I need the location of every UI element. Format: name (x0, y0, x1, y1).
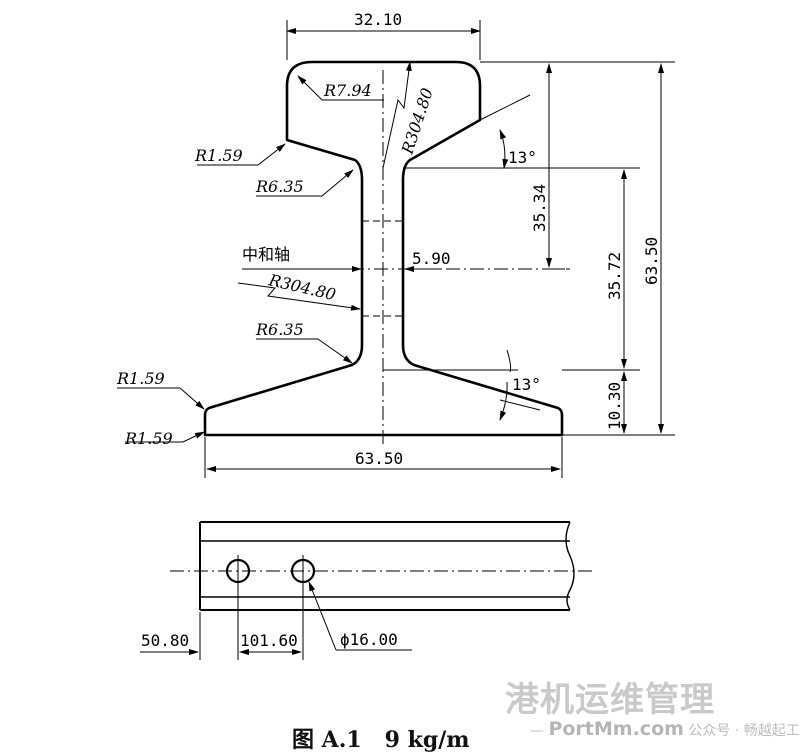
dim-r-web: R304.80 (266, 270, 338, 304)
watermark-title: 港机运维管理 (505, 680, 715, 720)
watermark-prefix: 公众号 · 畅越起工 (688, 723, 800, 739)
dim-base-width: 63.50 (355, 449, 403, 468)
dim-head-width: 32.10 (354, 10, 402, 29)
dim-angle-top: 13° (508, 148, 537, 167)
rail-profile-outline (203, 60, 564, 437)
dim-r-fillet-bottom: R6.35 (255, 320, 304, 339)
neutral-axis-label: 中和轴 (242, 245, 290, 264)
side-view (170, 521, 596, 611)
dim-hole-diameter: ϕ16.00 (340, 630, 398, 649)
figure-caption: 图 A.1 9 kg/m (292, 727, 470, 753)
dim-offset1: 50.80 (141, 631, 189, 650)
dim-h-web: 35.72 (605, 252, 624, 300)
dim-angle-bottom: 13° (512, 375, 541, 394)
watermark-sub: — PortMm.com 公众号 · 畅越起工 (530, 718, 800, 740)
dim-r-head-crown: R304.80 (397, 86, 436, 158)
dim-r-base-top: R1.59 (116, 369, 165, 388)
watermark-brand: PortMm.com (548, 718, 684, 740)
dim-r-head-edge: R1.59 (194, 146, 243, 165)
dim-r-head: R7.94 (323, 81, 372, 100)
dim-h-total: 63.50 (642, 237, 661, 285)
dim-r-fillet-top: R6.35 (255, 177, 304, 196)
dim-h-head: 35.34 (530, 184, 549, 232)
dim-h-base: 10.30 (605, 382, 624, 430)
dim-r-base-bottom: R1.59 (124, 429, 173, 448)
dim-web-thickness: 5.90 (412, 249, 451, 268)
dim-spacing: 101.60 (240, 631, 298, 650)
